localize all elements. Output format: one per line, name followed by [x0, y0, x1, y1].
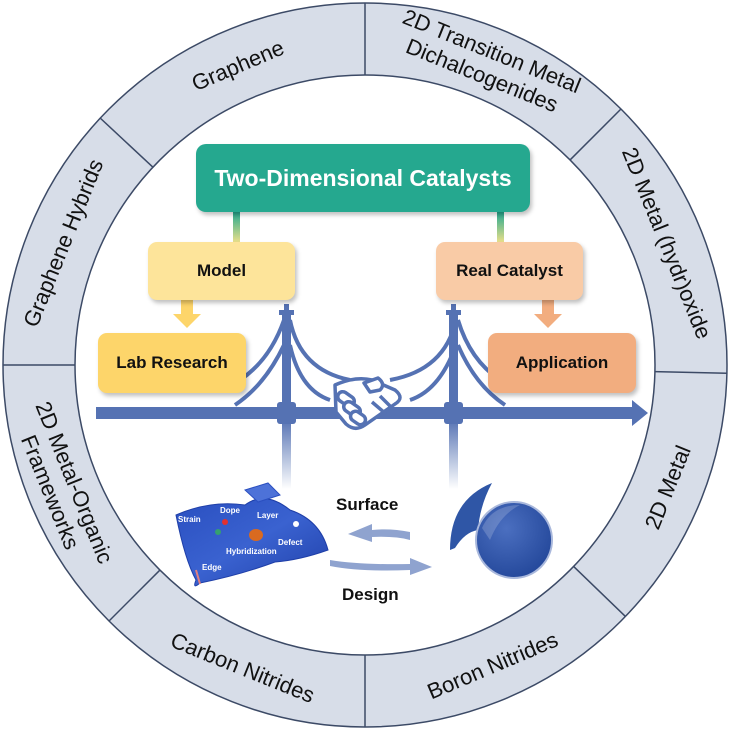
surface-label: Surface: [336, 495, 399, 514]
roadway-arrowhead: [632, 400, 648, 426]
ring-divider: [99, 117, 154, 168]
ring-divider: [108, 569, 161, 622]
model-box: Model: [148, 242, 295, 300]
connector-left: [233, 212, 240, 242]
sheet-label-layer: Layer: [257, 511, 278, 520]
title-two-dimensional-catalysts: Two-Dimensional Catalysts: [196, 144, 530, 212]
application-box: Application: [488, 333, 636, 393]
lab-research-box: Lab Research: [98, 333, 246, 393]
ring-divider: [569, 108, 622, 161]
design-label: Design: [342, 585, 399, 604]
ring-divider: [573, 565, 626, 618]
sheet-label-edge: Edge: [202, 563, 222, 572]
arrow-design-right: [330, 558, 432, 575]
nanoparticle-sphere-icon: [450, 483, 553, 579]
connector-right: [497, 212, 504, 242]
arrow-model-to-lab: [173, 300, 201, 328]
ring-divider: [654, 370, 727, 374]
real-catalyst-box: Real Catalyst: [436, 242, 583, 300]
tower-right: [449, 314, 458, 410]
arrow-surface-left: [348, 524, 410, 542]
nanosheet-illustration: Strain Dope Layer Defect Hybridization E…: [175, 482, 329, 587]
arrow-real-to-app: [534, 300, 562, 328]
handshake-icon: [333, 376, 402, 430]
sheet-label-dope: Dope: [220, 506, 241, 515]
tower-left: [282, 314, 291, 410]
sheet-label-defect: Defect: [278, 538, 303, 547]
sheet-label-hybridization: Hybridization: [226, 547, 277, 556]
sheet-label-strain: Strain: [178, 515, 201, 524]
